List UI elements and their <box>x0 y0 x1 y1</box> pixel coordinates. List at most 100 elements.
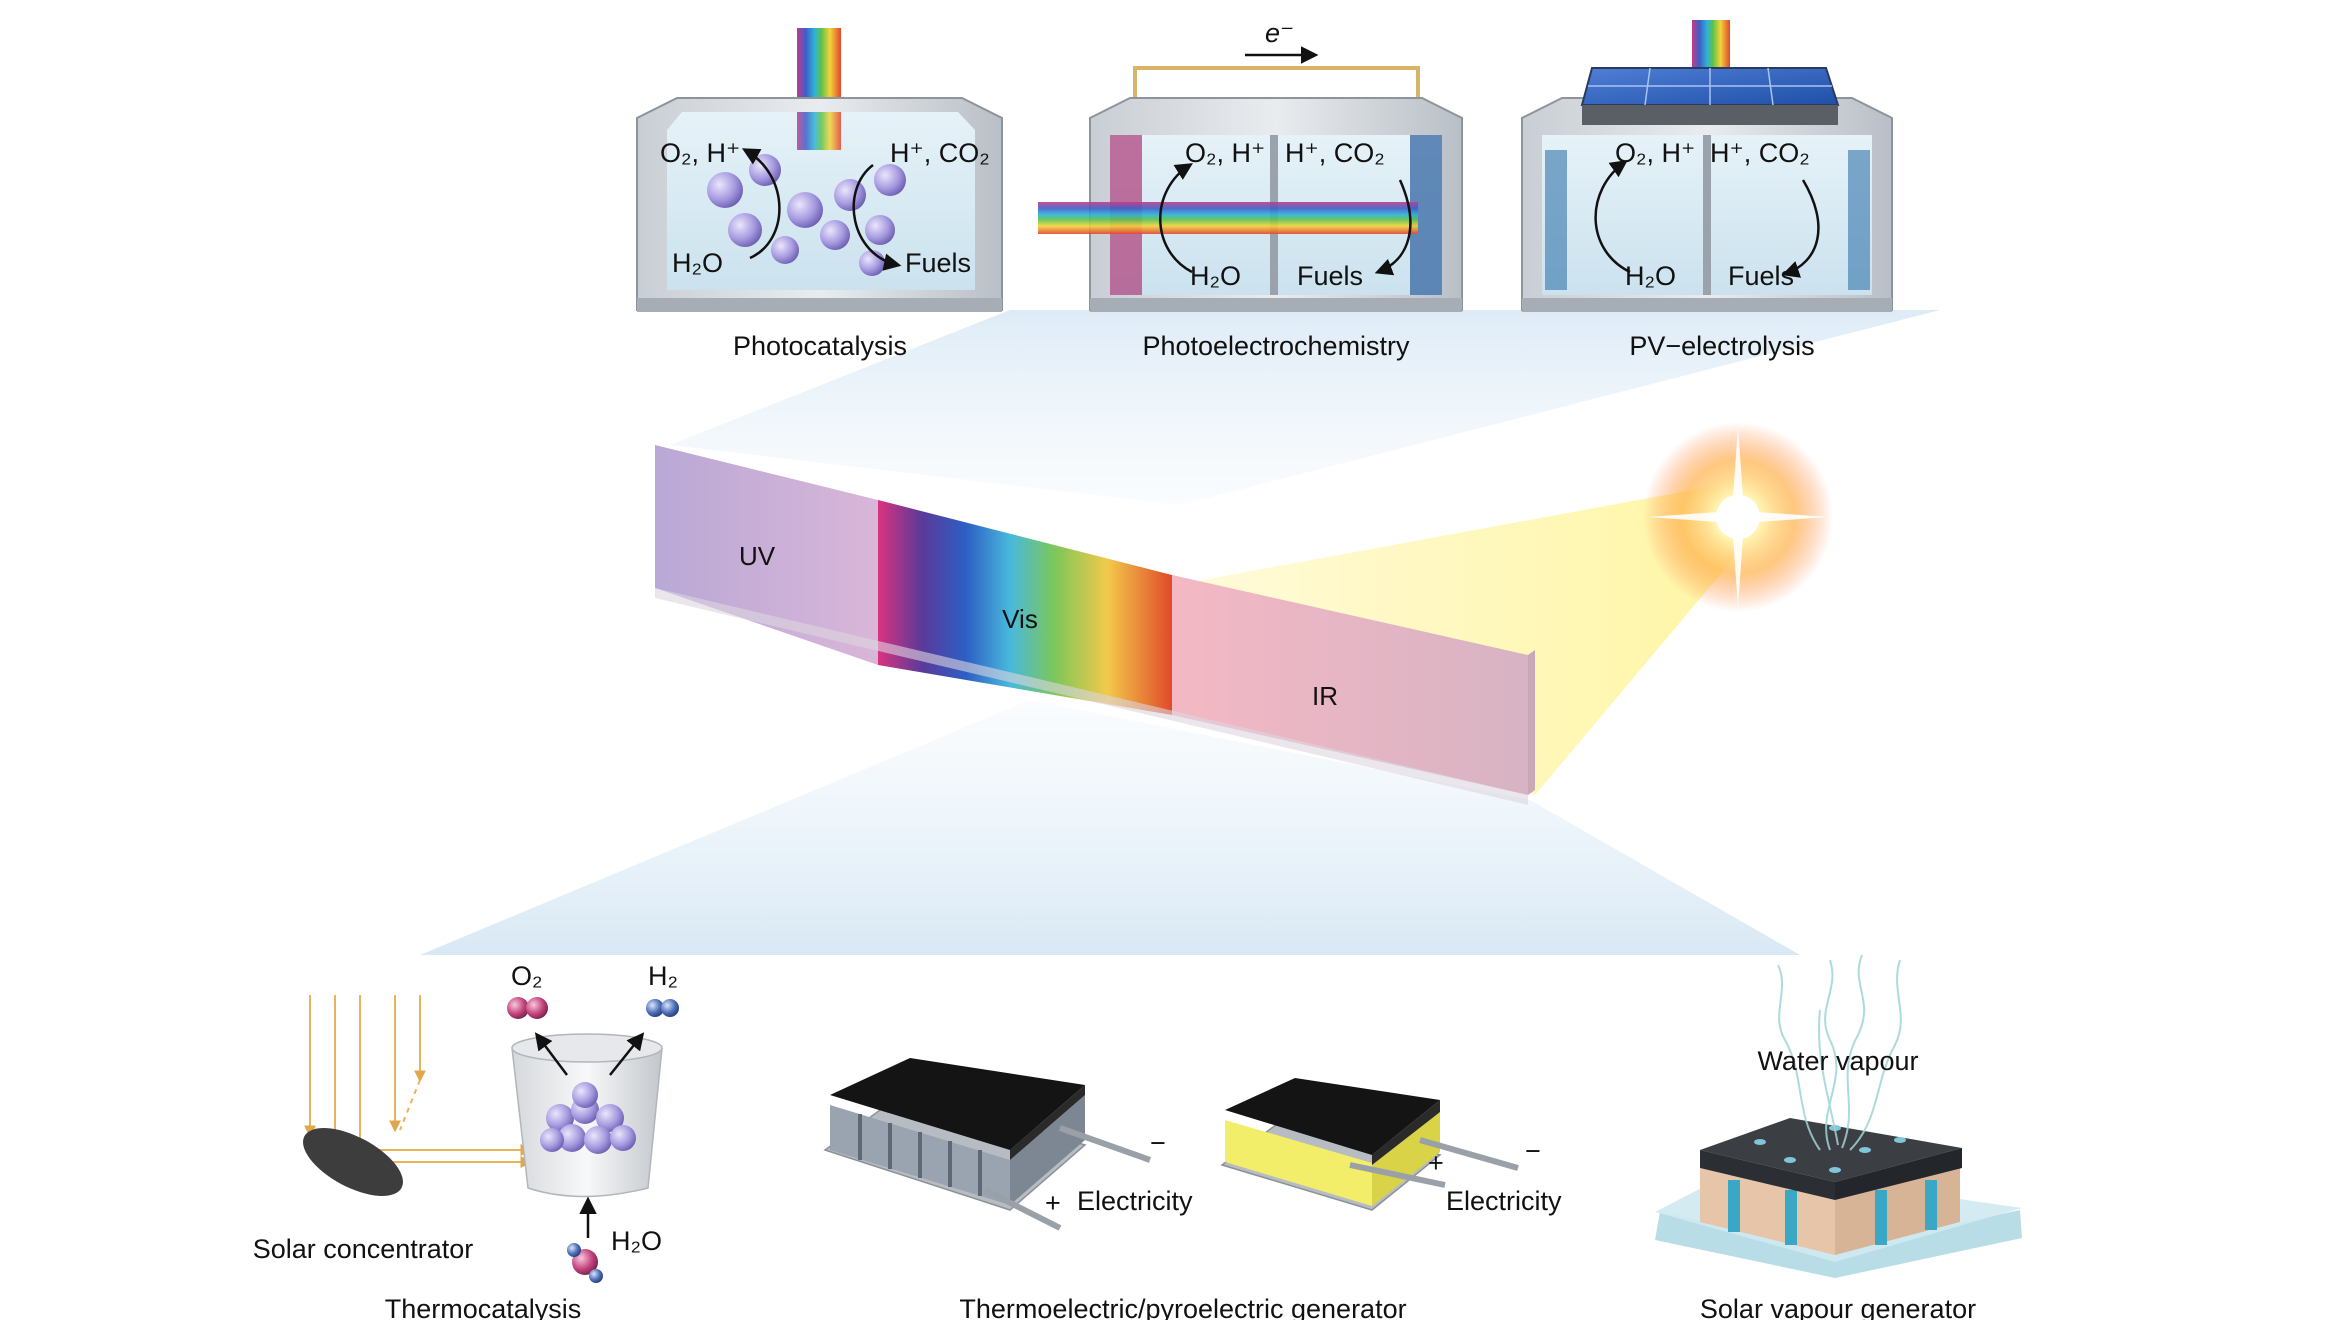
pv-electrolysis-panel: O₂, H⁺ H⁺, CO₂ H₂O Fuels PV−electrolysis <box>1521 20 1893 361</box>
spectrum-bottom-shadow <box>655 588 1528 805</box>
light-beam-in-water <box>797 112 841 150</box>
particle <box>859 250 885 276</box>
electricity-label-1: Electricity <box>1077 1186 1193 1216</box>
tank-base <box>637 298 1002 312</box>
ir-label: IR <box>1312 681 1338 711</box>
te-lead-negative <box>1058 1125 1152 1163</box>
pe-plus: + <box>1428 1148 1444 1178</box>
pv-product: Fuels <box>1728 261 1794 291</box>
te-legs-side <box>1010 1095 1085 1205</box>
pe-film-side <box>1372 1112 1440 1206</box>
photocatalysis-caption: Photocatalysis <box>733 331 907 361</box>
pec-products-left: O₂, H⁺ <box>1185 138 1265 168</box>
pec-reactant: H₂O <box>1190 261 1241 291</box>
pec-product: Fuels <box>1297 261 1363 291</box>
pv-panel-frame <box>1582 105 1838 125</box>
vis-label: Vis <box>1002 604 1038 634</box>
thermocatalysis-panel: O₂ H₂ H₂O Solar concentrator Thermocatal… <box>253 961 679 1320</box>
concentrator-label: Solar concentrator <box>253 1234 474 1264</box>
te-top-absorber <box>830 1058 1085 1150</box>
catalyst-cluster <box>540 1082 636 1154</box>
cathode <box>1848 150 1870 290</box>
ir-band <box>1172 575 1528 795</box>
te-plus-1: + <box>1045 1188 1061 1218</box>
water-channels <box>1728 1180 1937 1245</box>
absorber-front-edge <box>1700 1150 1835 1200</box>
spectrum-end-face <box>1528 650 1535 795</box>
h2-label: H₂ <box>648 961 678 991</box>
o2-release-arrow <box>534 1032 568 1076</box>
vapour-plume <box>1777 954 1902 1151</box>
pc-product: Fuels <box>905 248 971 278</box>
oxidation-arrow <box>1594 159 1631 274</box>
thermocatalysis-caption: Thermocatalysis <box>385 1294 582 1320</box>
photoelectrochemistry-panel: e⁻ O₂, H⁺ H⁺, CO₂ H₂O Fuels Photoelectro… <box>1038 18 1463 361</box>
o2-molecule <box>507 997 548 1019</box>
pe-lead-negative <box>1419 1137 1519 1171</box>
pc-products-right: H⁺, CO₂ <box>890 138 990 168</box>
spectrum-bar: UV Vis IR <box>655 445 1535 805</box>
pe-lead-positive <box>1349 1162 1446 1188</box>
photocatalysis-panel: O₂, H⁺ H⁺, CO₂ H₂O Fuels Photocatalysis <box>636 28 1003 361</box>
oxidation-arrow <box>1159 163 1193 274</box>
vapour-panel: Water vapour Solar vapour generator <box>1655 954 2022 1320</box>
solar-concentrator-dish <box>303 1128 403 1196</box>
pv-panel-grid <box>1588 67 1832 106</box>
electricity-label-2: Electricity <box>1446 1186 1562 1216</box>
absorber-pores <box>1754 1125 1906 1173</box>
te-lead-positive <box>983 1187 1062 1231</box>
reduction-arrow <box>852 164 902 271</box>
te-leg-lines <box>858 1114 982 1196</box>
pv-products-left: O₂, H⁺ <box>1615 138 1695 168</box>
h2o-molecule <box>567 1243 603 1283</box>
pec-products-right: H⁺, CO₂ <box>1285 138 1385 168</box>
anode <box>1545 150 1567 290</box>
pe-film-front <box>1225 1120 1372 1206</box>
pv-electrolysis-caption: PV−electrolysis <box>1629 331 1814 361</box>
electron-label: e⁻ <box>1265 18 1294 48</box>
sun <box>1643 422 1833 612</box>
h2o-label: H₂O <box>611 1226 662 1256</box>
particle <box>771 236 799 264</box>
absorber-side-edge <box>1835 1148 1962 1200</box>
pe-top-absorber <box>1225 1078 1440 1155</box>
o2-label: O₂ <box>511 961 542 991</box>
pv-products-right: H⁺, CO₂ <box>1710 138 1810 168</box>
tank-base <box>1090 298 1462 312</box>
particle <box>707 172 743 208</box>
te-minus-1: − <box>1150 1128 1166 1158</box>
thermoelectric-caption: Thermoelectric/pyroelectric generator <box>959 1294 1406 1320</box>
pe-minus: − <box>1525 1136 1541 1166</box>
water-bath <box>1655 1210 2022 1278</box>
fan-bottom <box>420 700 1800 955</box>
uv-band <box>655 445 878 665</box>
reduction-arrow <box>1781 179 1820 278</box>
membrane <box>1703 135 1711 295</box>
particle <box>874 164 906 196</box>
pe-top-absorber-side <box>1372 1100 1440 1165</box>
h2-molecule <box>646 999 679 1017</box>
sun-rays <box>1648 427 1828 607</box>
particle <box>834 179 866 211</box>
photoelectrochemistry-caption: Photoelectrochemistry <box>1142 331 1410 361</box>
fan-top <box>670 310 1940 505</box>
te-top-absorber-side <box>1010 1085 1085 1160</box>
light-beam-horizontal <box>1038 202 1418 234</box>
pc-reactant: H₂O <box>672 248 723 278</box>
particle <box>749 154 781 186</box>
uv-label: UV <box>739 541 776 571</box>
particle <box>728 213 762 247</box>
particle <box>820 220 850 250</box>
particle <box>787 192 823 228</box>
absorber-top <box>1700 1118 1962 1182</box>
vapour-caption: Solar vapour generator <box>1700 1294 1976 1320</box>
external-wire <box>1133 66 1420 115</box>
oxidation-arrow <box>741 148 781 260</box>
reduction-arrow <box>1374 179 1412 276</box>
pv-reactant: H₂O <box>1625 261 1676 291</box>
particle <box>865 215 895 245</box>
pc-products-left: O₂, H⁺ <box>660 138 740 168</box>
water-vapour-label: Water vapour <box>1757 1046 1918 1076</box>
thermoelectric-panel: − + Electricity + − Electricity Thermoel… <box>823 1058 1562 1320</box>
